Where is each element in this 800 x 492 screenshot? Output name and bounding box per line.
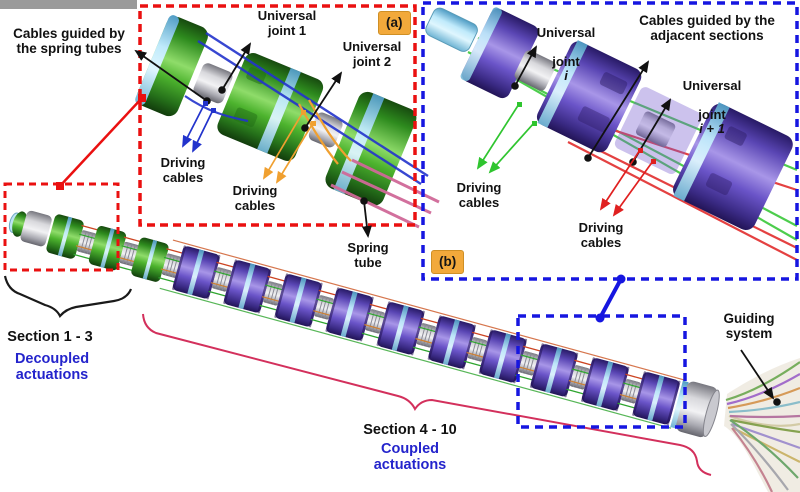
joint-i1-var: i + 1 (699, 121, 725, 137)
label-guiding-system: Guiding system (723, 311, 775, 342)
brace-section-1-3 (3, 275, 133, 318)
inset-b-box (421, 1, 799, 281)
main-robot-chain (8, 210, 720, 438)
label-section-4-10: Section 4 - 10 (363, 422, 457, 438)
brace-section-4-10 (142, 313, 712, 476)
label-universal-joint-1: Universal joint 1 (257, 8, 317, 38)
label-coupled-actuations: Coupled actuations (373, 441, 447, 474)
inset-a-cables (184, 31, 440, 229)
label-driving-cables-a-blue: Driving cables (160, 155, 206, 185)
label-decoupled-actuations: Decoupled actuations (14, 351, 90, 384)
screenshot-edge-strip (0, 0, 137, 9)
label-spring-tube: Spring tube (347, 240, 389, 270)
universal-word: Universal (682, 77, 742, 93)
arrow-cables-adjacent (584, 60, 650, 162)
inset-b-connector (595, 274, 626, 323)
joint-word: joint (552, 53, 580, 69)
inset-a-box (138, 4, 417, 227)
label-driving-cables-a-orange: Driving cables (232, 183, 278, 213)
arrow-guiding-system (740, 349, 781, 406)
arrows-driving-cables-a-blue (182, 101, 216, 153)
cable-along-bottom (159, 287, 672, 429)
label-universal-joint-2: Universal joint 2 (342, 39, 402, 69)
label-universal-joint-i: Universal joint i (528, 11, 604, 84)
joint-i-var: i (564, 68, 568, 84)
inset-a-tag: (a) (378, 11, 411, 35)
guiding-system-bundle (724, 358, 800, 492)
inset-b-model (425, 7, 793, 231)
arrows-driving-cables-a-orange (262, 110, 316, 184)
label-cables-adjacent: Cables guided by the adjacent sections (639, 13, 775, 44)
arrow-spring-tube (360, 197, 372, 238)
inset-b-tag: (b) (431, 250, 465, 274)
label-driving-cables-b-red: Driving cables (578, 220, 624, 250)
label-cables-spring-tubes: Cables guided by the spring tubes (13, 26, 125, 57)
arrow-universal-joint-i (511, 45, 537, 90)
joint-word: joint (698, 106, 726, 122)
arrows-driving-cables-b-red (599, 148, 656, 217)
arrow-universal-joint-1 (218, 42, 252, 94)
cable-along-top (172, 239, 685, 381)
label-universal-joint-i1: Universal joint i + 1 (660, 64, 764, 137)
label-driving-cables-b-green: Driving cables (456, 180, 502, 210)
inset-a-connector (56, 94, 146, 190)
arrow-universal-joint-2 (301, 71, 343, 132)
universal-word: Universal (536, 24, 596, 40)
zoom-source-box-a (3, 182, 120, 272)
arrows-driving-cables-b-green (476, 102, 537, 174)
label-section-1-3: Section 1 - 3 (7, 329, 93, 345)
